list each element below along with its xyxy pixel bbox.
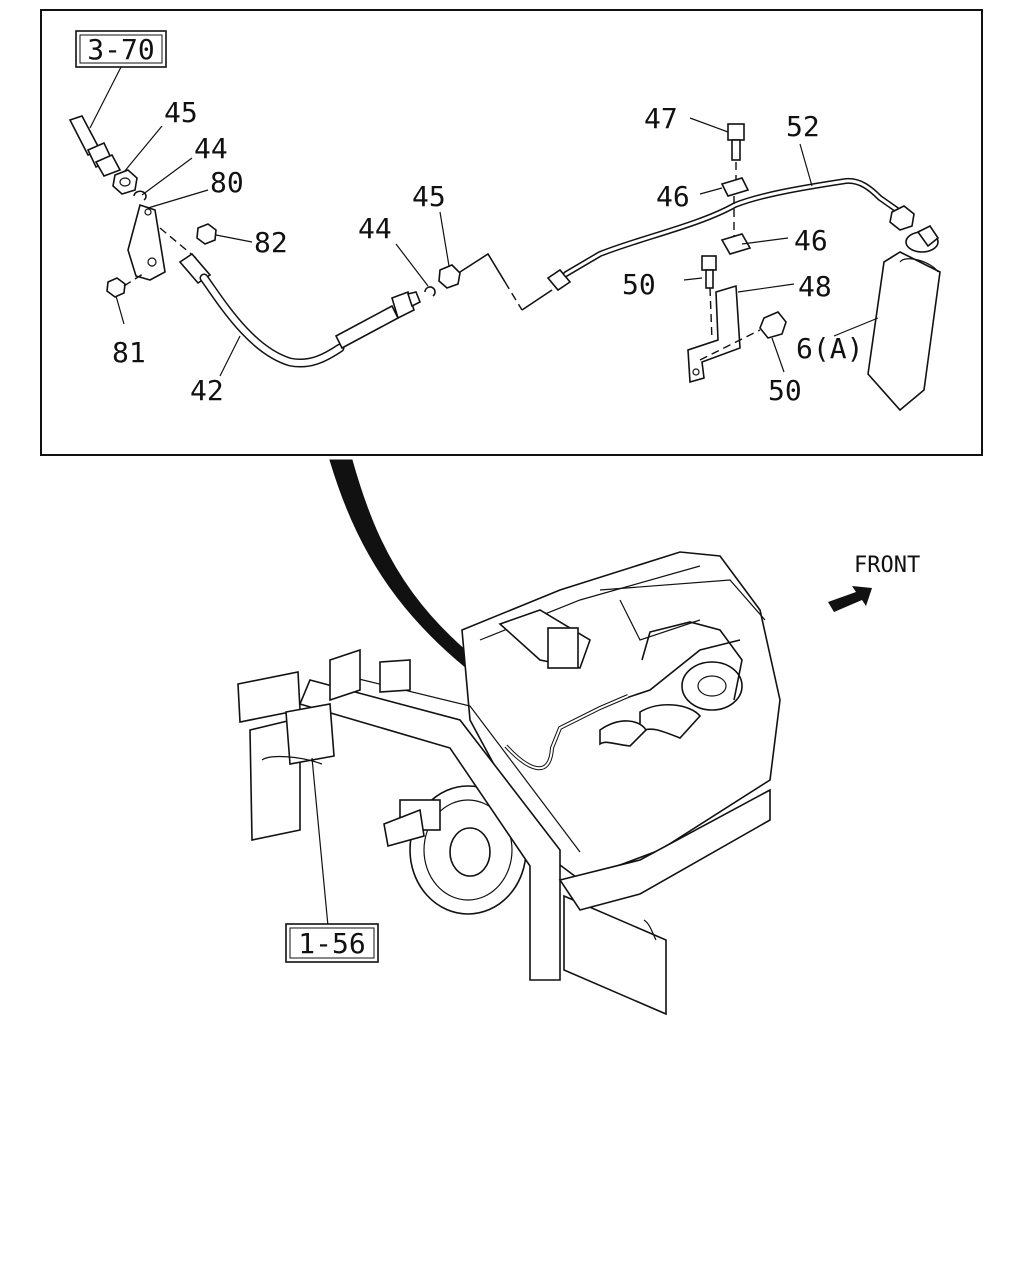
leader-6a: [833, 317, 879, 337]
leader-ref-bottom: [311, 757, 329, 927]
nut-45-lower: [438, 264, 461, 289]
bracket-48: [687, 284, 741, 384]
clamp-46-lower: [720, 233, 752, 255]
leader-45-upper: [123, 125, 163, 173]
leader-50-lower: [771, 337, 785, 373]
bracket-80: [127, 203, 166, 281]
pipe-52: [546, 177, 915, 292]
ref-box-top[interactable]: 3-70: [75, 30, 167, 68]
callout-45-lower: 45: [412, 180, 446, 213]
leader-80: [147, 189, 209, 209]
callout-82: 82: [254, 226, 288, 259]
callout-46-lower: 46: [794, 224, 828, 257]
callout-81: 81: [112, 336, 146, 369]
ref-bottom-label: 1-56: [298, 927, 365, 960]
callout-46-upper: 46: [656, 180, 690, 213]
callout-45-upper: 45: [164, 96, 198, 129]
engine-assembly: [237, 551, 781, 1016]
leader-81: [115, 295, 125, 325]
detail-inset-frame: [40, 9, 983, 456]
callout-44-upper: 44: [194, 132, 228, 165]
front-arrow-icon: [828, 586, 872, 612]
sensor-fitting: [68, 115, 122, 177]
nut-45-upper: [112, 169, 138, 195]
leader-47: [689, 117, 729, 133]
clip-44-upper: [133, 190, 147, 201]
ref-top-label: 3-70: [87, 33, 154, 66]
reservoir-6a: [867, 224, 941, 412]
clip-44-lower: [424, 286, 436, 297]
pipe-break-lower: [521, 289, 553, 311]
callout-52: 52: [786, 110, 820, 143]
callout-50-lower: 50: [768, 374, 802, 407]
pipe-break-dash: [504, 281, 523, 311]
hose-42: [178, 252, 422, 368]
callout-50-upper: 50: [622, 268, 656, 301]
leader-48: [737, 283, 795, 293]
dash-50-upper: [709, 287, 713, 341]
bolt-47: [727, 123, 745, 161]
callout-80: 80: [210, 166, 244, 199]
dash-50-lower: [699, 329, 761, 361]
pipe-break-upper: [459, 252, 506, 283]
bolt-81: [106, 277, 126, 298]
bolt-50-upper: [701, 255, 717, 289]
dash-81: [123, 271, 147, 287]
bolt-50-lower: [759, 311, 787, 339]
callout-47: 47: [644, 102, 678, 135]
leader-44-lower: [395, 243, 429, 287]
callout-48: 48: [798, 270, 832, 303]
leader-50-upper: [683, 277, 703, 281]
front-label: FRONT: [854, 553, 920, 578]
leader-45-lower: [439, 211, 450, 267]
ref-box-bottom[interactable]: 1-56: [285, 923, 379, 963]
leader-46-upper: [699, 187, 723, 195]
leader-46-lower: [741, 237, 789, 245]
leader-ref-top: [89, 66, 122, 129]
callout-44-lower: 44: [358, 212, 392, 245]
clamp-46-upper: [720, 177, 750, 197]
leader-44-upper: [141, 157, 193, 196]
leader-52: [799, 143, 813, 187]
callout-42: 42: [190, 374, 224, 407]
leader-82: [215, 234, 253, 243]
leader-42: [219, 335, 241, 377]
nut-82: [196, 223, 217, 245]
dash-80-82: [159, 227, 197, 259]
callout-6a: 6(A): [796, 332, 863, 365]
